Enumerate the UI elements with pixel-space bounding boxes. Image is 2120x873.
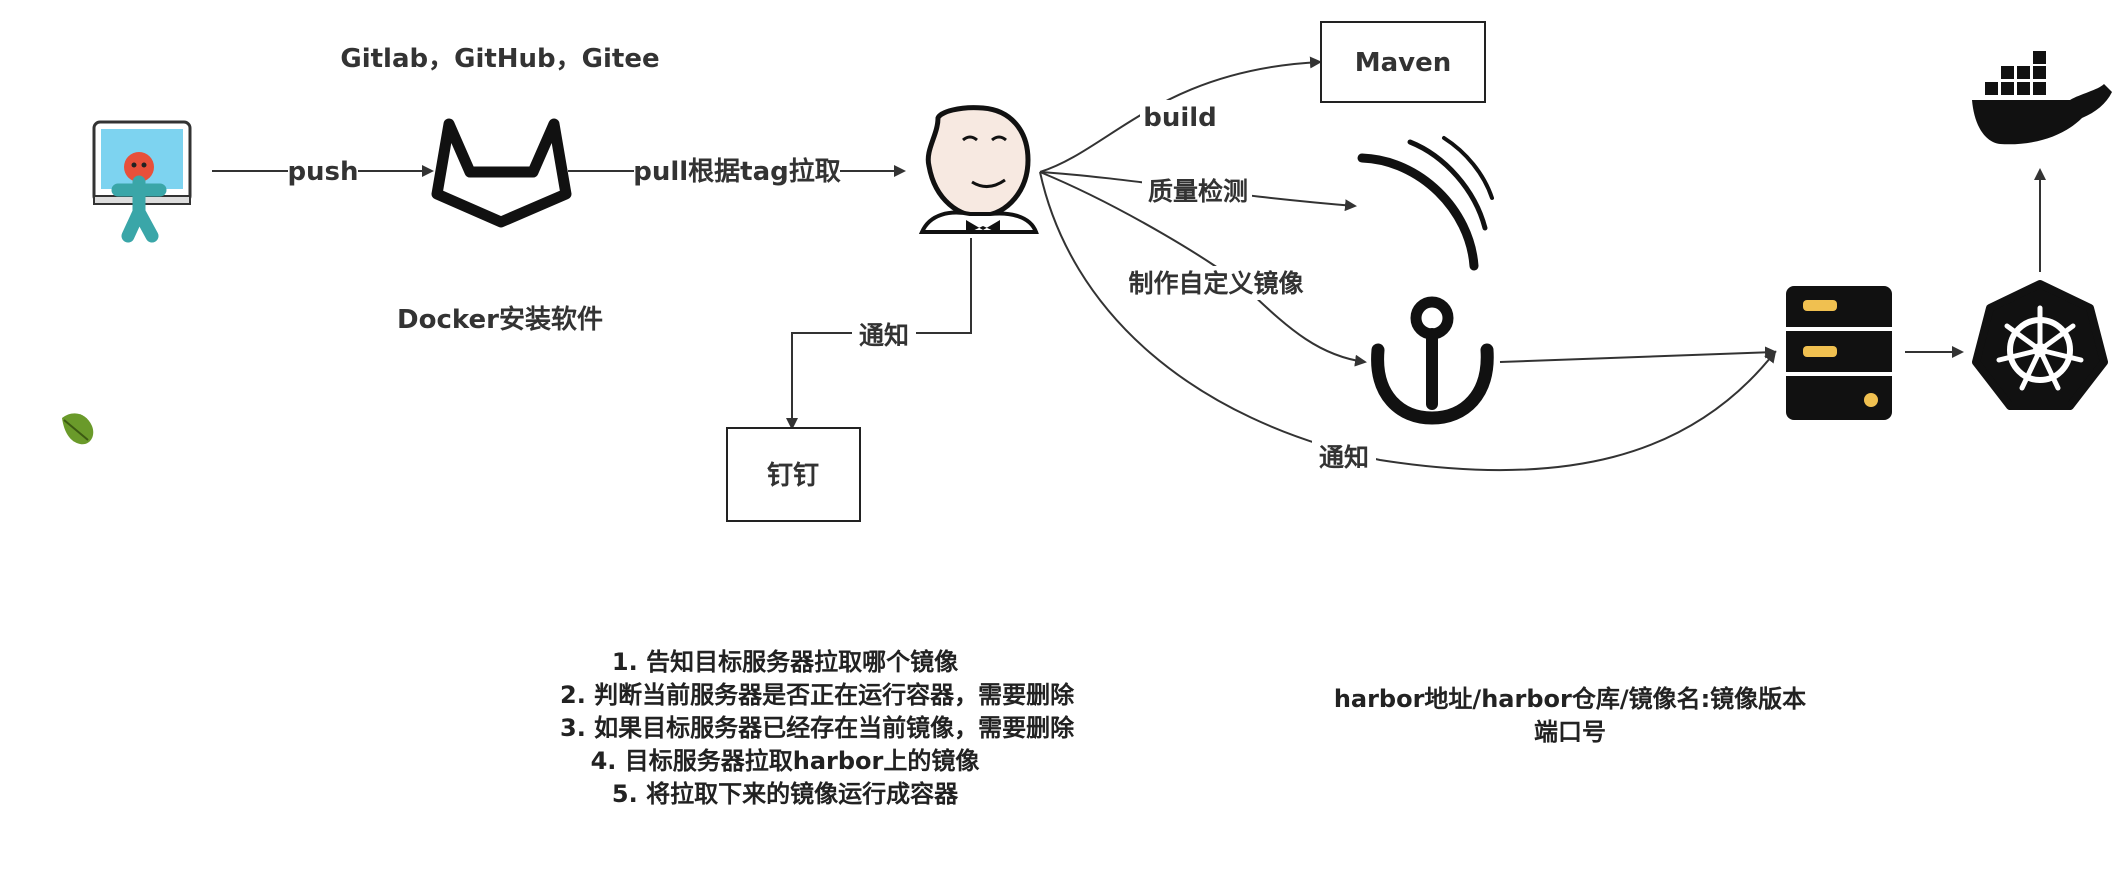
edge-notify-server	[1039, 171, 1777, 472]
maven-label: Maven	[1355, 48, 1452, 78]
repo-caption: Docker安装软件	[397, 305, 603, 335]
steps-note: 1. 告知目标服务器拉取哪个镜像 2. 判断当前服务器是否正在运行容器，需要删除…	[560, 646, 1075, 811]
sonarqube-icon	[1357, 136, 1494, 271]
edge-harbor-server	[1499, 346, 1777, 363]
label-push: push	[287, 157, 358, 187]
step-2: 2. 判断当前服务器是否正在运行容器，需要删除	[560, 681, 1075, 709]
jenkins-icon	[918, 105, 1039, 234]
kubernetes-icon	[1972, 280, 2108, 410]
repos-title: Gitlab，GitHub，Gitee	[340, 44, 659, 74]
step-3: 3. 如果目标服务器已经存在当前镜像，需要删除	[560, 714, 1075, 742]
dingtalk-label: 钉钉	[767, 461, 819, 491]
label-pull: pull根据tag拉取	[633, 156, 841, 187]
label-quality: 质量检测	[1148, 177, 1248, 206]
label-notify-dingtalk: 通知	[859, 321, 909, 350]
harbor-icon	[1371, 296, 1494, 425]
step-1: 1. 告知目标服务器拉取哪个镜像	[611, 648, 959, 676]
harbor-format: harbor地址/harbor仓库/镜像名:镜像版本	[1333, 685, 1807, 713]
developer-icon	[92, 120, 192, 243]
gitlab-icon	[431, 118, 572, 228]
leaf-icon	[62, 413, 94, 445]
label-custom-image: 制作自定义镜像	[1128, 269, 1303, 298]
docker-icon	[1972, 51, 2112, 145]
step-5: 5. 将拉取下来的镜像运行成容器	[611, 780, 959, 808]
dingtalk-box	[726, 427, 861, 522]
server-icon	[1786, 286, 1892, 420]
harbor-format-note: harbor地址/harbor仓库/镜像名:镜像版本 端口号	[1300, 683, 1840, 749]
port-label: 端口号	[1534, 718, 1606, 746]
step-4: 4. 目标服务器拉取harbor上的镜像	[590, 747, 980, 775]
maven-box	[1320, 21, 1486, 103]
label-notify-server: 通知	[1319, 443, 1369, 472]
label-build: build	[1143, 103, 1217, 133]
